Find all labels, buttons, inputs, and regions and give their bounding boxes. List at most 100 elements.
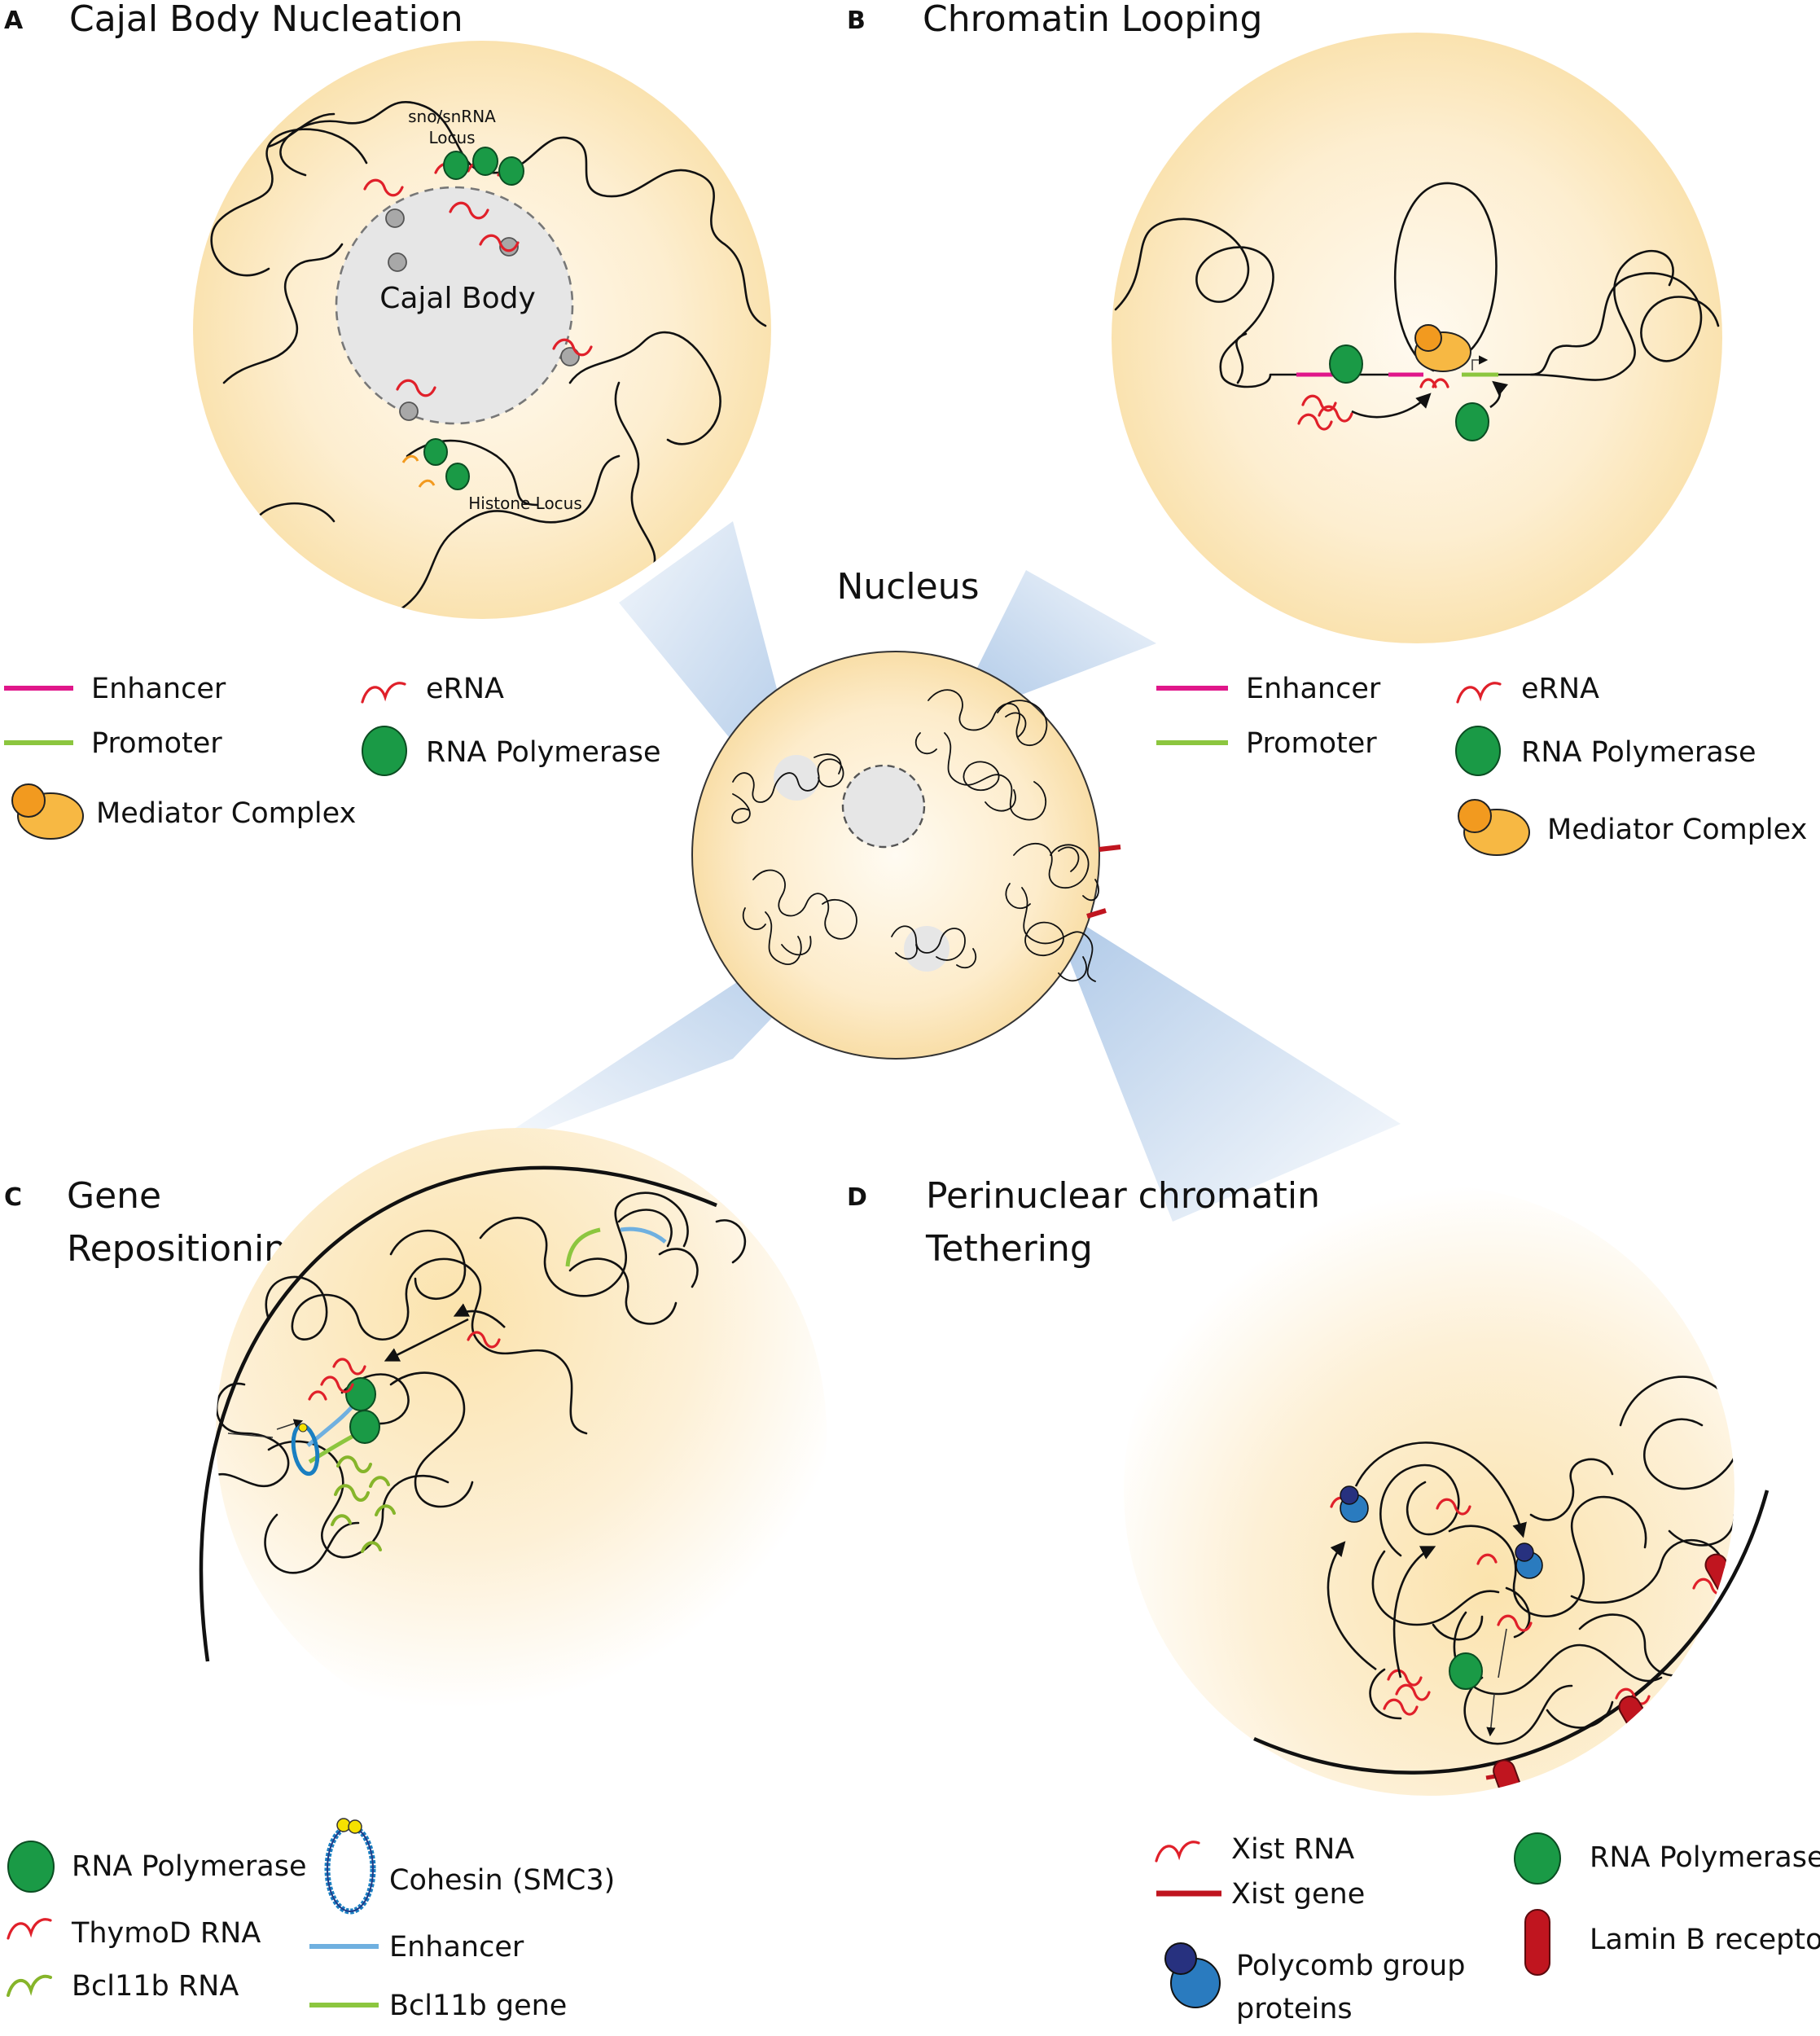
panel-a-title: Cajal Body Nucleation bbox=[69, 0, 463, 40]
panel-d-letter: D bbox=[847, 1183, 867, 1212]
rna-polymerase bbox=[1329, 344, 1363, 384]
chromatin-fiber bbox=[1235, 332, 1248, 384]
bcl11b-rnas bbox=[331, 1455, 396, 1553]
legend-erna: eRNA bbox=[426, 673, 504, 705]
panel-d-title-line2: Tethering bbox=[925, 1228, 1093, 1270]
tss-arrow bbox=[1471, 355, 1489, 371]
chromatin-fiber bbox=[265, 1191, 747, 1435]
panel-d-zoom-circle bbox=[1124, 1185, 1734, 1796]
chromatin-fiber bbox=[222, 243, 344, 384]
chromatin-territory bbox=[914, 689, 1048, 821]
polycomb-swatch bbox=[1164, 1942, 1221, 2008]
lamin-mark bbox=[1099, 845, 1121, 852]
panel-c-letter: C bbox=[4, 1183, 22, 1212]
chromatin-fiber bbox=[216, 1373, 450, 1574]
panel-d-legend: Xist RNA Xist gene Polycomb group protei… bbox=[1155, 1832, 1820, 2025]
rna-polymerase-cluster bbox=[443, 147, 524, 186]
panel-a: A Cajal Body Nucleation bbox=[4, 0, 771, 840]
bcl11b-gene-segment bbox=[565, 1227, 601, 1267]
chromatin-territory bbox=[742, 869, 857, 965]
legend-mediator: Mediator Complex bbox=[1547, 814, 1807, 846]
mediator-swatch bbox=[1458, 799, 1530, 856]
spreading-arrow bbox=[1392, 1546, 1436, 1678]
chromatin-fiber bbox=[210, 128, 368, 277]
panel-a-legend: Enhancer Promoter Mediator Complex eRNA … bbox=[4, 673, 661, 840]
coilin-particles bbox=[385, 208, 580, 421]
chromatin-fiber bbox=[1489, 272, 1720, 376]
rna-polymerase bbox=[1449, 1652, 1483, 1690]
spreading-arrow bbox=[1327, 1541, 1377, 1671]
legend-bcl11b-rna: Bcl11b RNA bbox=[72, 1970, 239, 2003]
nucleus: Nucleus bbox=[691, 566, 1121, 1060]
panel-b-letter: B bbox=[847, 7, 866, 35]
chromatin-territory bbox=[891, 925, 977, 969]
legend-rna-polymerase: RNA Polymerase bbox=[1590, 1841, 1820, 1874]
legend-erna: eRNA bbox=[1521, 673, 1599, 705]
sno-locus-label-2: Locus bbox=[428, 128, 475, 147]
mediator-swatch bbox=[11, 783, 84, 840]
panel-c-legend: RNA Polymerase ThymoD RNA Bcl11b RNA Coh… bbox=[7, 1818, 615, 2022]
rna-polymerase bbox=[345, 1377, 376, 1411]
chromatin-territory bbox=[1005, 842, 1099, 982]
thymod-rnas bbox=[308, 1331, 501, 1401]
panel-c-title-line1: Gene bbox=[67, 1175, 161, 1217]
legend-enhancer: Enhancer bbox=[91, 673, 226, 705]
mediator-complex bbox=[1414, 324, 1471, 372]
legend-cohesin: Cohesin (SMC3) bbox=[389, 1864, 615, 1897]
legend-xist-rna: Xist RNA bbox=[1231, 1833, 1354, 1866]
rna-polymerase-swatch bbox=[1455, 726, 1501, 776]
cajal-body-label: Cajal Body bbox=[379, 282, 536, 315]
legend-rna-polymerase: RNA Polymerase bbox=[72, 1850, 307, 1883]
legend-polycomb-1: Polycomb group bbox=[1236, 1950, 1465, 1982]
legend-xist-gene: Xist gene bbox=[1231, 1878, 1365, 1911]
xist-rna-swatch bbox=[1155, 1841, 1200, 1863]
chromatin-fiber bbox=[389, 1371, 474, 1508]
panel-b-title: Chromatin Looping bbox=[923, 0, 1262, 40]
legend-thymod-rna: ThymoD RNA bbox=[71, 1917, 261, 1950]
panel-c: C Gene Repositioning bbox=[4, 1128, 827, 2022]
cohesin-head bbox=[298, 1423, 308, 1433]
nuclear-envelope bbox=[199, 1165, 717, 1662]
nucleus-cajal-body-2 bbox=[904, 926, 949, 972]
panel-d: D Perinuclear chromatin Tethering bbox=[847, 1175, 1820, 2025]
panel-b-legend: Enhancer Promoter eRNA RNA Polymerase Me… bbox=[1156, 673, 1807, 856]
chromatin-fiber bbox=[1369, 1376, 1734, 1745]
legend-polycomb-2: proteins bbox=[1236, 1993, 1353, 2025]
rna-polymerase bbox=[1455, 402, 1489, 441]
legend-enhancer: Enhancer bbox=[389, 1931, 524, 1964]
lamin-mark bbox=[1086, 908, 1107, 919]
erna-transcripts bbox=[1297, 378, 1449, 431]
nuclear-envelope bbox=[1253, 1490, 1770, 1775]
legend-mediator: Mediator Complex bbox=[96, 797, 356, 830]
sno-locus-label: sno/snRNA bbox=[408, 107, 496, 126]
panel-d-title-line1: Perinuclear chromatin bbox=[926, 1175, 1320, 1217]
cohesin-swatch bbox=[324, 1818, 376, 1915]
chromatin-loop bbox=[1394, 182, 1498, 372]
panel-a-letter: A bbox=[4, 7, 24, 35]
recruitment-arrow bbox=[1489, 380, 1509, 409]
histone-locus-label: Histone Locus bbox=[468, 494, 582, 513]
chromatin-fiber bbox=[614, 381, 656, 572]
tether-arrows bbox=[1490, 1628, 1507, 1735]
beam-b bbox=[973, 570, 1156, 709]
chromatin-fiber bbox=[267, 112, 335, 148]
nucleolus bbox=[841, 764, 926, 849]
recruitment-arrow bbox=[1351, 393, 1432, 419]
nucleus-circle bbox=[691, 651, 1100, 1060]
spreading-arrow bbox=[1354, 1441, 1527, 1538]
legend-bcl11b-gene: Bcl11b gene bbox=[389, 1990, 567, 2022]
legend-enhancer: Enhancer bbox=[1246, 673, 1381, 705]
chromatin-fiber bbox=[1114, 217, 1321, 388]
erna-swatch bbox=[361, 682, 406, 704]
chromatin-fiber bbox=[1529, 249, 1674, 381]
panel-c-zoom-circle bbox=[216, 1128, 827, 1739]
chromatin-fiber bbox=[1371, 1550, 1500, 1641]
chromatin-territory bbox=[731, 753, 844, 824]
lamin-b-receptor-swatch bbox=[1524, 1909, 1550, 1976]
legend-rna-polymerase: RNA Polymerase bbox=[1521, 736, 1756, 769]
rna-polymerase-swatch bbox=[1514, 1832, 1561, 1885]
rna-polymerase-swatch bbox=[7, 1841, 55, 1893]
panel-b: B Chromatin Looping bbox=[847, 0, 1807, 856]
cohesin-extrusion-arrows bbox=[227, 1421, 301, 1438]
